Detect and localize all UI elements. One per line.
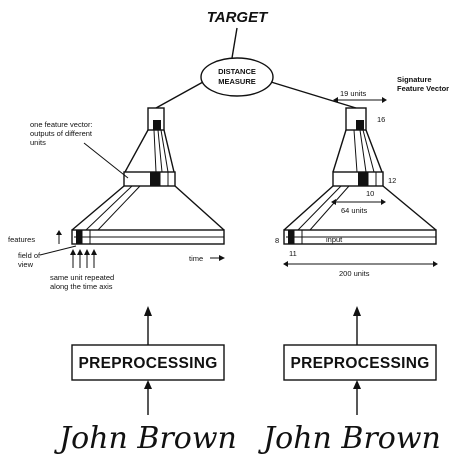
n10-label: 10 xyxy=(366,189,374,198)
target-title: TARGET xyxy=(207,9,269,26)
left-output-fill xyxy=(153,120,161,130)
feature-vector-note-2: outputs of different xyxy=(30,129,93,138)
field-of-view-2: view xyxy=(18,260,34,269)
repeat-arrows xyxy=(70,249,97,268)
signature-fv-1: Signature xyxy=(397,75,432,84)
target-arrow-line xyxy=(231,27,238,59)
n8-label: 8 xyxy=(275,236,279,245)
left-network xyxy=(71,107,225,245)
input-label: input xyxy=(326,235,343,244)
units-200-label: 200 units xyxy=(339,269,370,278)
right-preprocessing-label: PREPROCESSING xyxy=(290,355,429,372)
right-preprocessing-box xyxy=(283,344,437,381)
right-network xyxy=(283,107,437,245)
left-preprocessing-label: PREPROCESSING xyxy=(78,355,217,372)
same-unit-note-2: along the time axis xyxy=(50,282,113,291)
same-unit-note-1: same unit repeated xyxy=(50,273,114,282)
measure-label: MEASURE xyxy=(218,77,256,86)
distance-label: DISTANCE xyxy=(218,67,256,76)
left-hidden-layer xyxy=(123,171,176,187)
right-signature: John Brown xyxy=(257,421,441,456)
left-connection xyxy=(155,81,204,109)
n12-label: 12 xyxy=(388,176,396,185)
feature-vector-note-3: units xyxy=(30,138,46,147)
feature-note-pointer xyxy=(83,142,129,179)
features-label: features xyxy=(8,235,35,244)
n16-label: 16 xyxy=(377,115,385,124)
right-connection xyxy=(270,81,357,109)
signature-fv-2: Feature Vector xyxy=(397,84,449,93)
left-signature: John Brown xyxy=(53,421,237,456)
units-19-label: 19 units xyxy=(340,89,367,98)
units-64-label: 64 units xyxy=(341,206,368,215)
distance-measure-node: DISTANCE MEASURE xyxy=(200,57,274,97)
time-label: time xyxy=(189,254,203,263)
feature-vector-note-1: one feature vector: xyxy=(30,120,93,129)
n11-label: 11 xyxy=(289,249,297,258)
field-of-view-pointer xyxy=(39,245,77,256)
field-of-view-1: field of xyxy=(18,251,41,260)
